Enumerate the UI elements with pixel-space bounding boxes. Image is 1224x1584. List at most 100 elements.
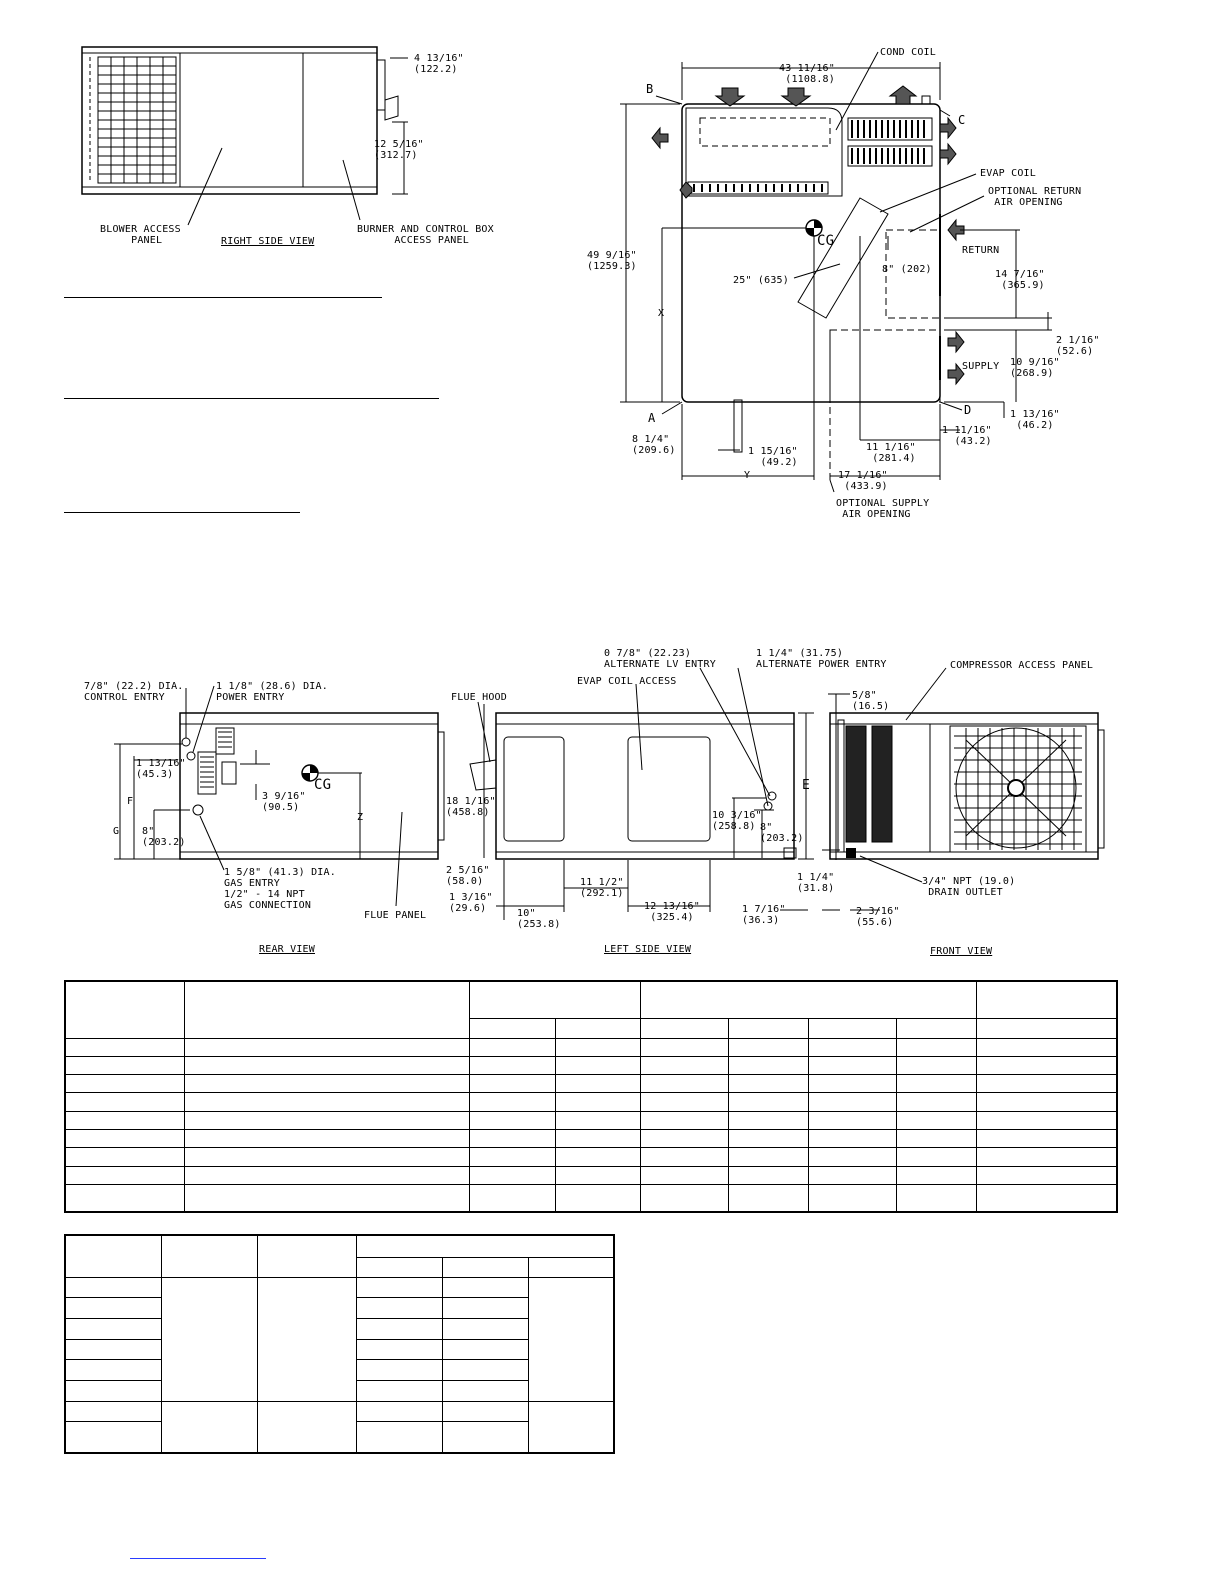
drain-outlet-label: 3/4" NPT (19.0) DRAIN OUTLET	[922, 876, 1016, 898]
alternate-power-entry-label: 1 1/4" (31.75) ALTERNATE POWER ENTRY	[756, 648, 887, 670]
table-cell	[356, 1234, 615, 1258]
table-cell	[64, 980, 186, 1039]
table-cell	[64, 1234, 163, 1278]
rear-cg-label: CG	[314, 777, 332, 793]
blower-access-panel-label: BLOWER ACCESS PANEL	[100, 224, 181, 246]
table-cell	[256, 1234, 358, 1278]
left-dim-1-3-16: 1 3/16" (29.6)	[449, 892, 493, 914]
height-dim: 49 9/16" (1259.3)	[587, 250, 637, 272]
table-cell	[895, 1017, 977, 1039]
optional-supply-label: OPTIONAL SUPPLY AIR OPENING	[836, 498, 930, 520]
divider-line	[64, 398, 439, 400]
front-dim-2-3-16: 2 3/16" (55.6)	[856, 906, 900, 928]
evap-coil-access-label: EVAP COIL ACCESS	[577, 676, 677, 687]
front-dim-1-1-4: 1 1/4" (31.8)	[797, 872, 835, 894]
x-label: X	[658, 308, 665, 319]
corner-c-label: C	[958, 113, 966, 127]
table-row	[64, 1184, 1118, 1213]
dim-8-1-4: 8 1/4" (209.6)	[632, 434, 676, 456]
table-cell	[184, 980, 470, 1039]
table-cell	[468, 980, 642, 1019]
table-row	[64, 1380, 614, 1402]
control-entry-label: 7/8" (22.2) DIA. CONTROL ENTRY	[84, 681, 184, 703]
flue-hood-label: FLUE HOOD	[451, 692, 507, 703]
dim-17-1-16: 17 1/16" (433.9)	[838, 470, 888, 492]
left-dim-1-7-16: 1 7/16" (36.3)	[742, 904, 786, 926]
rear-z-label: Z	[357, 812, 364, 823]
rear-dim-3-9-16: 3 9/16" (90.5)	[262, 791, 306, 813]
corner-d-label: D	[964, 403, 972, 417]
table-row	[64, 1276, 615, 1402]
table-row	[64, 1055, 1118, 1076]
gas-entry-label: 1 5/8" (41.3) DIA. GAS ENTRY 1/2" - 14 N…	[224, 867, 336, 911]
dim-2-1-16: 2 1/16" (52.6)	[1056, 335, 1100, 357]
table-row	[64, 1165, 1118, 1186]
table-row	[64, 1129, 1118, 1149]
left-dim-10: 10" (253.8)	[517, 908, 561, 930]
left-dim-10-3-16: 10 3/16" (258.8)	[712, 810, 762, 832]
dimension-table	[64, 980, 1118, 1213]
table-row	[64, 1421, 614, 1454]
table-cell	[468, 1017, 556, 1039]
dim-1-15-16: 1 15/16" (49.2)	[748, 446, 798, 468]
top-view-drawing	[620, 51, 1052, 493]
table-cell	[640, 1017, 730, 1039]
table-row	[64, 1147, 1118, 1167]
diag-dim: 25" (635)	[733, 275, 789, 286]
dim-height-right-side: 12 5/16" (312.7)	[374, 139, 424, 161]
rear-g-label: G	[113, 826, 120, 837]
evap-coil-label: EVAP COIL	[980, 168, 1036, 179]
left-side-view-title: LEFT SIDE VIEW	[604, 944, 692, 955]
dim-1-13-16: 1 13/16" (46.2)	[1010, 409, 1060, 431]
rear-dim-1-13-16: 1 13/16" (45.3)	[136, 758, 186, 780]
table-cell	[728, 1017, 810, 1039]
table-cell	[442, 1256, 529, 1278]
left-dim-11-1-2: 11 1/2" (292.1)	[580, 877, 624, 899]
divider-line	[64, 297, 382, 299]
left-dim-2-5-16: 2 5/16" (58.0)	[446, 865, 490, 887]
cg-label: CG	[817, 233, 835, 249]
rear-f-label: F	[127, 796, 134, 807]
right-side-view-drawing	[81, 46, 408, 226]
table-cell	[808, 1017, 897, 1039]
lower-views-drawing	[114, 667, 1105, 920]
table-row	[64, 1037, 1118, 1057]
table-row	[64, 1092, 1118, 1112]
divider-line	[64, 512, 300, 514]
footer-link-line	[130, 1558, 266, 1560]
left-dim-12-13-16: 12 13/16" (325.4)	[644, 901, 700, 923]
dim-10-9-16: 10 9/16" (268.9)	[1010, 357, 1060, 379]
burner-panel-label: BURNER AND CONTROL BOX ACCESS PANEL	[357, 224, 494, 246]
flue-panel-label: FLUE PANEL	[364, 910, 427, 921]
dim-11-1-16: 11 1/16" (281.4)	[866, 442, 916, 464]
supply-label: SUPPLY	[962, 361, 1000, 372]
corner-a-label: A	[648, 411, 656, 425]
return-label: RETURN	[962, 245, 1000, 256]
top-view-width-dim: 43 11/16" (1108.8)	[779, 63, 835, 85]
front-dim-5-8: 5/8" (16.5)	[852, 690, 890, 712]
table-cell	[161, 1234, 258, 1278]
dim-8-202: 8" (202)	[882, 264, 932, 275]
table-cell	[527, 1256, 615, 1278]
table-cell	[554, 1017, 642, 1039]
table-cell	[975, 980, 1118, 1019]
power-entry-label: 1 1/8" (28.6) DIA. POWER ENTRY	[216, 681, 328, 703]
table-row	[64, 1338, 614, 1361]
dim-14-7-16: 14 7/16" (365.9)	[995, 269, 1045, 291]
optional-return-label: OPTIONAL RETURN AIR OPENING	[988, 186, 1082, 208]
y-label: Y	[744, 470, 751, 481]
front-view-title: FRONT VIEW	[930, 946, 993, 957]
cond-coil-label: COND COIL	[880, 47, 936, 58]
left-e-label: E	[802, 778, 811, 793]
left-dim-18-1-16: 18 1/16" (458.8)	[446, 796, 496, 818]
dim-top-right-side: 4 13/16" (122.2)	[414, 53, 464, 75]
table-row	[64, 1400, 615, 1454]
table-row	[64, 1110, 1118, 1131]
right-side-view-title: RIGHT SIDE VIEW	[221, 236, 315, 247]
table-cell	[356, 1256, 444, 1278]
compressor-access-panel-label: COMPRESSOR ACCESS PANEL	[950, 660, 1094, 671]
table-row	[64, 1074, 1118, 1094]
corner-b-label: B	[646, 82, 654, 96]
rear-view-title: REAR VIEW	[259, 944, 315, 955]
table-cell	[975, 1017, 1118, 1039]
